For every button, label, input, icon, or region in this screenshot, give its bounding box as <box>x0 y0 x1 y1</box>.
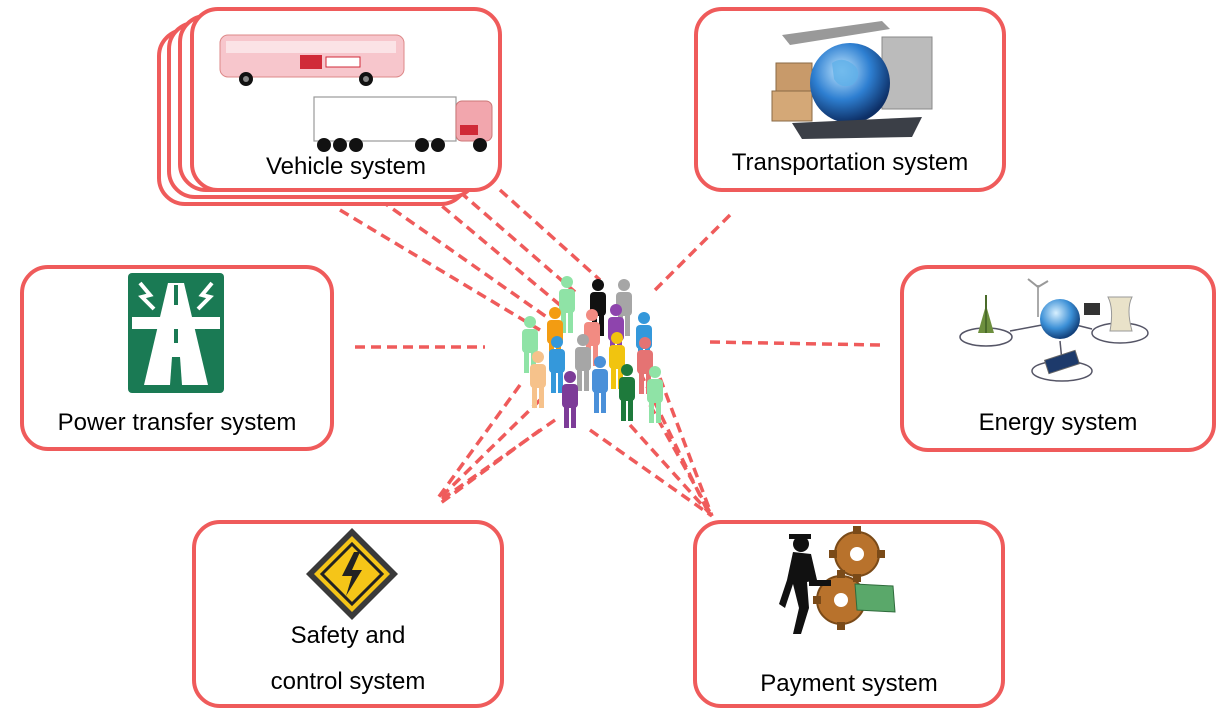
safety-label-line1: Safety and <box>290 622 406 649</box>
globe-cargo-icon <box>771 21 933 139</box>
gear-payment-icon <box>779 526 896 634</box>
vehicle-system-label: Vehicle system <box>265 153 427 180</box>
transportation-system-label: Transportation system <box>731 149 969 176</box>
high-voltage-sign-icon <box>306 528 398 620</box>
bus-and-truck-icon <box>219 34 493 152</box>
payment-system-label: Payment system <box>760 670 938 697</box>
power-transfer-system-box[interactable]: Power transfer system <box>20 265 334 451</box>
safety-label-line2: control system <box>270 668 426 695</box>
energy-network-icon <box>959 278 1149 382</box>
power-transfer-system-label: Power transfer system <box>57 409 297 436</box>
energy-system-label: Energy system <box>978 409 1138 436</box>
vehicle-system-box[interactable]: Vehicle system <box>190 7 502 192</box>
energy-system-box[interactable]: Energy system <box>900 265 1216 452</box>
safety-control-system-box[interactable]: Safety and control system <box>192 520 504 708</box>
transportation-system-box[interactable]: Transportation system <box>694 7 1006 192</box>
highway-sign-icon <box>128 273 224 393</box>
payment-system-box[interactable]: Payment system <box>693 520 1005 708</box>
